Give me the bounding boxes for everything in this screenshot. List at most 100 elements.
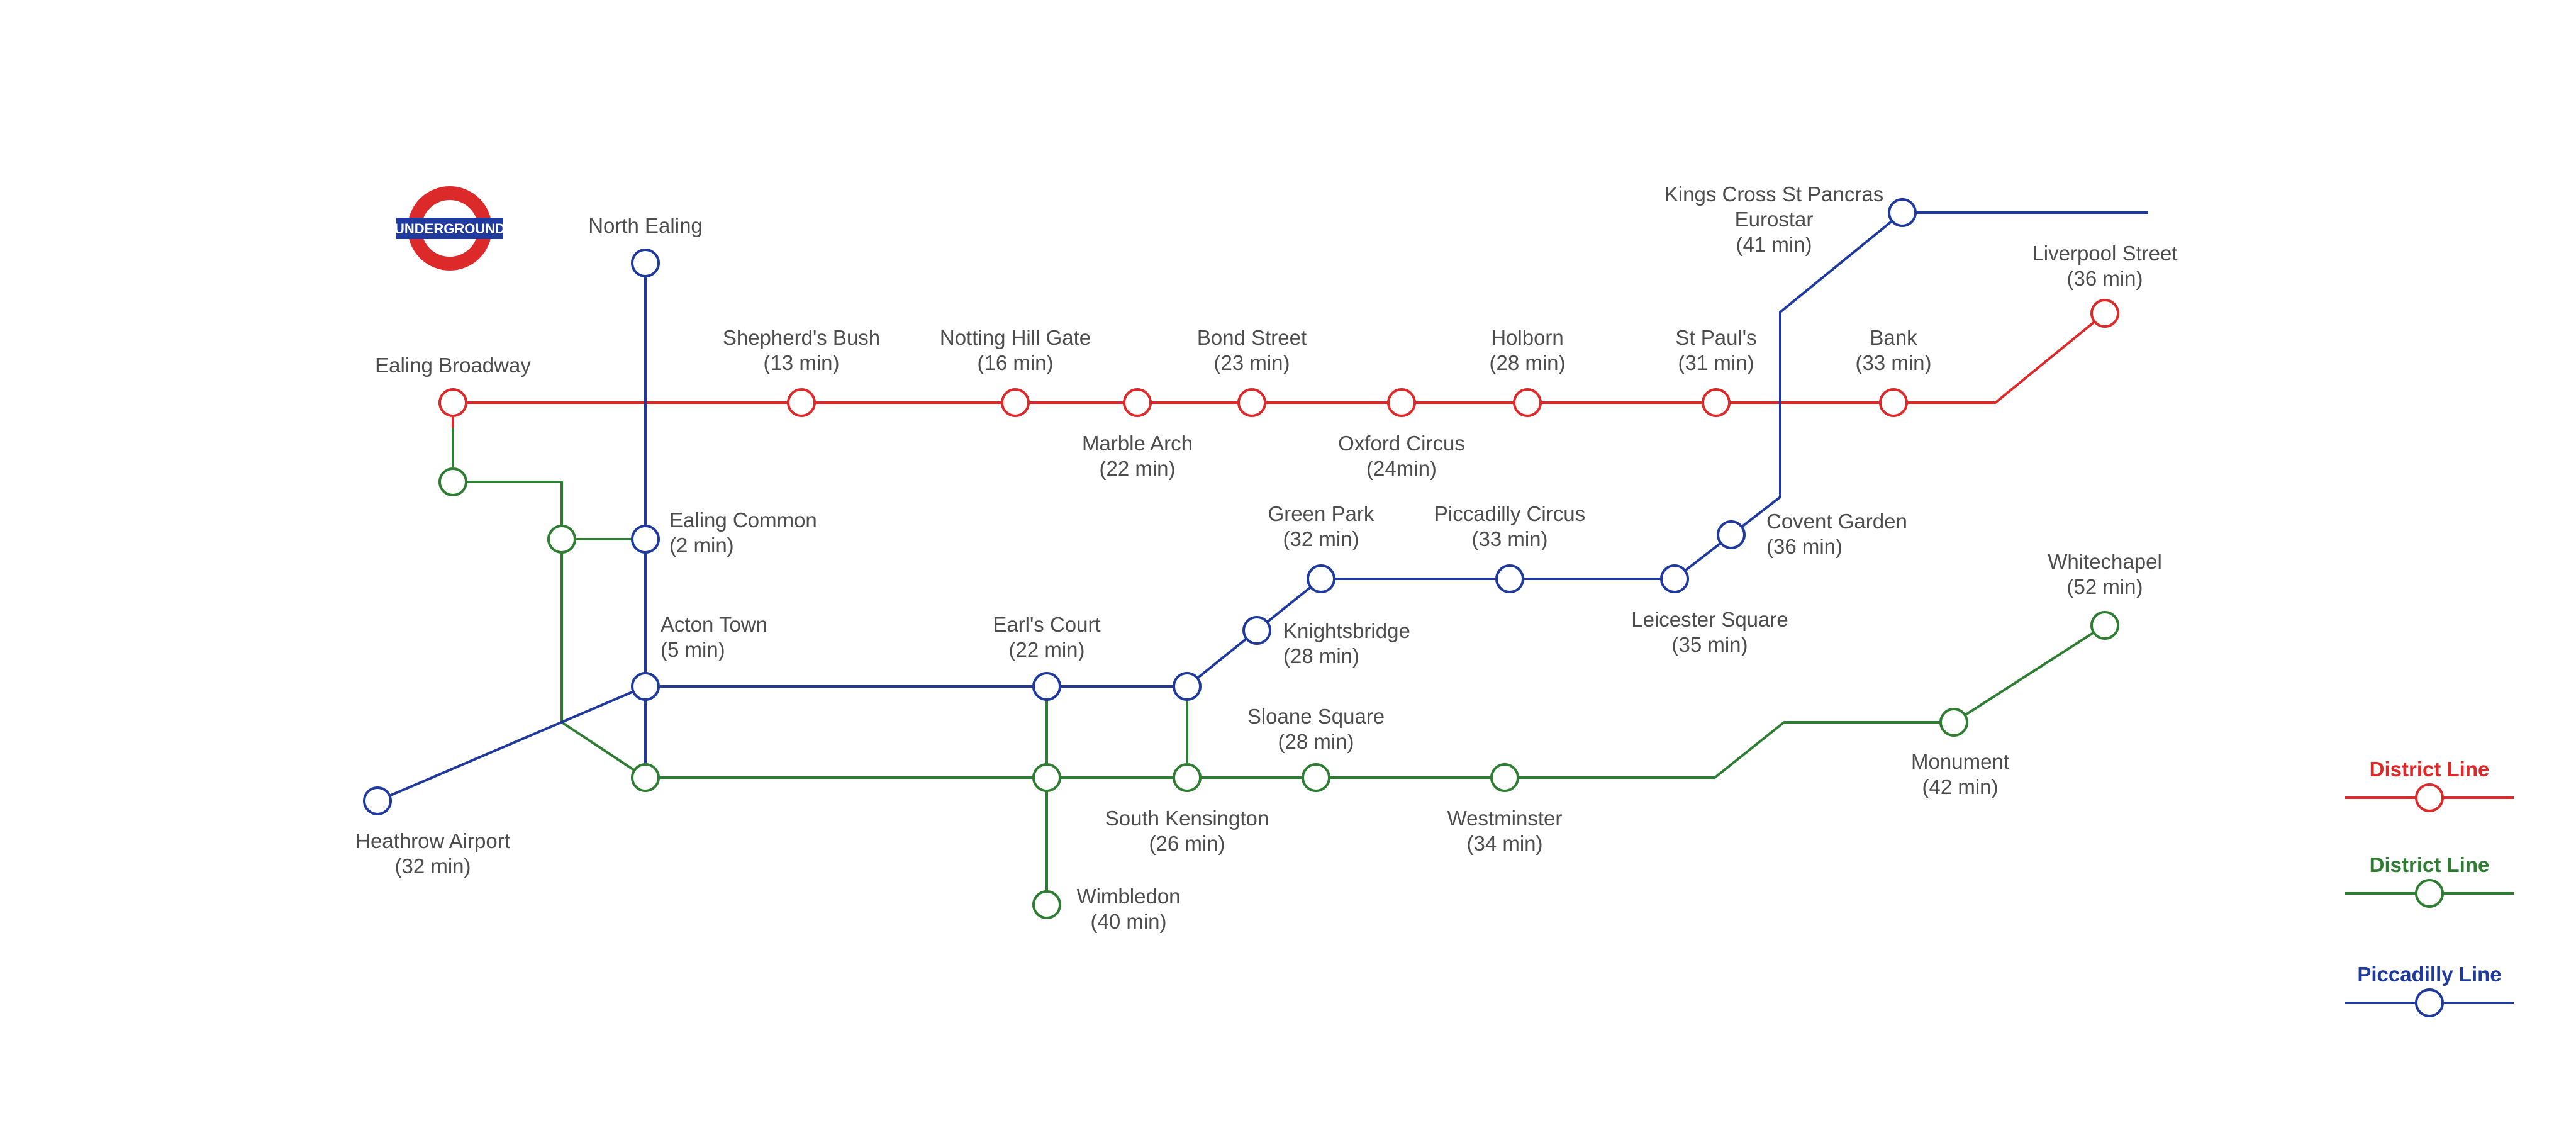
station-marker-oxford-circus[interactable] <box>1387 388 1416 417</box>
station-label-line: Notting Hill Gate <box>940 326 1091 349</box>
station-marker-bank[interactable] <box>1879 388 1908 417</box>
logo-text: UNDERGROUND <box>394 221 505 237</box>
station-label-line: Earl's Court <box>993 613 1100 636</box>
station-marker-knightsbridge[interactable] <box>1242 616 1271 645</box>
station-label-shepherds-bush: Shepherd's Bush(13 min) <box>723 326 880 374</box>
station-marker-shepherds-bush[interactable] <box>787 388 816 417</box>
station-marker-south-kensington[interactable] <box>1173 763 1202 792</box>
station-marker-holborn[interactable] <box>1513 388 1542 417</box>
station-label-line: (41 min) <box>1736 233 1812 256</box>
station-label-knightsbridge: Knightsbridge(28 min) <box>1283 619 1410 668</box>
station-label-line: Monument <box>1911 750 2009 773</box>
station-label-south-kensington: South Kensington(26 min) <box>1105 807 1269 855</box>
legend-label: District Line <box>2370 853 2490 876</box>
station-marker-st-pauls[interactable] <box>1702 388 1731 417</box>
station-marker-bond-street[interactable] <box>1237 388 1266 417</box>
station-label-line: Acton Town <box>661 613 767 636</box>
green-junction-marker[interactable] <box>438 467 467 496</box>
station-label-line: Oxford Circus <box>1338 432 1465 455</box>
green-acton-marker[interactable] <box>631 763 660 792</box>
station-label-bank: Bank(33 min) <box>1855 326 1931 374</box>
station-label-marble-arch: Marble Arch(22 min) <box>1082 432 1193 480</box>
station-label-line: North Ealing <box>588 214 703 237</box>
station-label-line: Liverpool Street <box>2032 242 2177 265</box>
station-marker-whitechapel[interactable] <box>2090 611 2119 640</box>
green-ealing-common-marker[interactable] <box>547 525 576 554</box>
station-label-earls-court: Earl's Court(22 min) <box>993 613 1100 661</box>
station-marker-north-ealing[interactable] <box>631 249 660 277</box>
blue-south-ken-marker[interactable] <box>1173 672 1202 701</box>
station-label-green-park: Green Park(32 min) <box>1268 502 1374 550</box>
station-label-line: (16 min) <box>977 351 1053 374</box>
station-label-covent-garden: Covent Garden(36 min) <box>1766 510 1907 558</box>
red-line-route <box>453 312 2106 404</box>
station-label-line: Marble Arch <box>1082 432 1193 455</box>
station-label-line: Covent Garden <box>1766 510 1907 533</box>
station-label-line: (33 min) <box>1855 351 1931 374</box>
station-label-line: Eurostar <box>1735 208 1814 231</box>
station-label-monument: Monument(42 min) <box>1911 750 2009 798</box>
station-label-line: (36 min) <box>1766 535 1843 558</box>
station-label-line: Knightsbridge <box>1283 619 1410 642</box>
station-marker-ealing-broadway[interactable] <box>438 388 467 417</box>
station-marker-leicester-square[interactable] <box>1660 564 1689 593</box>
station-marker-earls-court[interactable] <box>1032 672 1061 701</box>
station-marker-notting-hill-gate[interactable] <box>1001 388 1030 417</box>
station-marker-kings-cross[interactable] <box>1888 198 1917 227</box>
station-label-line: (26 min) <box>1149 832 1225 855</box>
station-label-heathrow-airport: Heathrow Airport(32 min) <box>355 829 510 878</box>
station-label-line: Bank <box>1870 326 1917 349</box>
station-label-line: Whitechapel <box>2048 550 2162 573</box>
station-label-line: (33 min) <box>1471 527 1547 550</box>
station-label-notting-hill-gate: Notting Hill Gate(16 min) <box>940 326 1091 374</box>
green-earls-court-marker[interactable] <box>1032 763 1061 792</box>
station-label-line: Ealing Common <box>669 508 817 532</box>
legend-label: District Line <box>2370 757 2490 781</box>
station-label-line: (22 min) <box>1008 638 1084 661</box>
station-marker-marble-arch[interactable] <box>1123 388 1152 417</box>
station-label-westminster: Westminster(34 min) <box>1447 807 1563 855</box>
station-marker-green-park[interactable] <box>1307 564 1335 593</box>
station-label-line: Westminster <box>1447 807 1563 830</box>
station-label-line: Piccadilly Circus <box>1434 502 1585 525</box>
station-label-line: (28 min) <box>1489 351 1565 374</box>
station-label-st-pauls: St Paul's(31 min) <box>1675 326 1756 374</box>
station-label-acton-town: Acton Town(5 min) <box>661 613 767 661</box>
station-label-line: Ealing Broadway <box>375 354 531 377</box>
legend-station-marker <box>2415 783 2444 812</box>
station-marker-monument[interactable] <box>1939 708 1968 737</box>
station-marker-covent-garden[interactable] <box>1717 520 1746 549</box>
station-label-line: Heathrow Airport <box>355 829 510 852</box>
station-label-line: (22 min) <box>1099 457 1175 480</box>
station-label-holborn: Holborn(28 min) <box>1489 326 1565 374</box>
station-label-line: (36 min) <box>2066 267 2143 290</box>
station-label-line: Shepherd's Bush <box>723 326 880 349</box>
station-marker-piccadilly-circus[interactable] <box>1495 564 1524 593</box>
station-label-leicester-square: Leicester Square(35 min) <box>1631 608 1788 656</box>
station-label-line: (5 min) <box>661 638 725 661</box>
station-label-line: (28 min) <box>1283 644 1359 668</box>
station-marker-heathrow-airport[interactable] <box>363 786 392 815</box>
station-label-line: Kings Cross St Pancras <box>1664 182 1883 206</box>
station-label-line: (40 min) <box>1090 910 1166 933</box>
station-label-line: (13 min) <box>763 351 839 374</box>
station-label-line: (32 min) <box>1283 527 1359 550</box>
legend-station-marker <box>2415 988 2444 1017</box>
station-marker-ealing-common[interactable] <box>631 525 660 554</box>
station-label-line: Wimbledon <box>1076 885 1180 908</box>
station-label-line: (28 min) <box>1278 730 1354 753</box>
station-marker-acton-town[interactable] <box>631 672 660 701</box>
station-marker-westminster[interactable] <box>1490 763 1519 792</box>
station-marker-liverpool-street[interactable] <box>2090 299 2119 328</box>
station-marker-wimbledon[interactable] <box>1032 890 1061 919</box>
station-label-line: (2 min) <box>669 534 734 557</box>
station-marker-sloane-square[interactable] <box>1302 763 1330 792</box>
legend-label: Piccadilly Line <box>2357 963 2501 986</box>
station-label-line: (34 min) <box>1466 832 1542 855</box>
station-label-wimbledon: Wimbledon(40 min) <box>1076 885 1180 933</box>
station-label-ealing-common: Ealing Common(2 min) <box>669 508 817 557</box>
station-label-line: (24min) <box>1366 457 1437 480</box>
